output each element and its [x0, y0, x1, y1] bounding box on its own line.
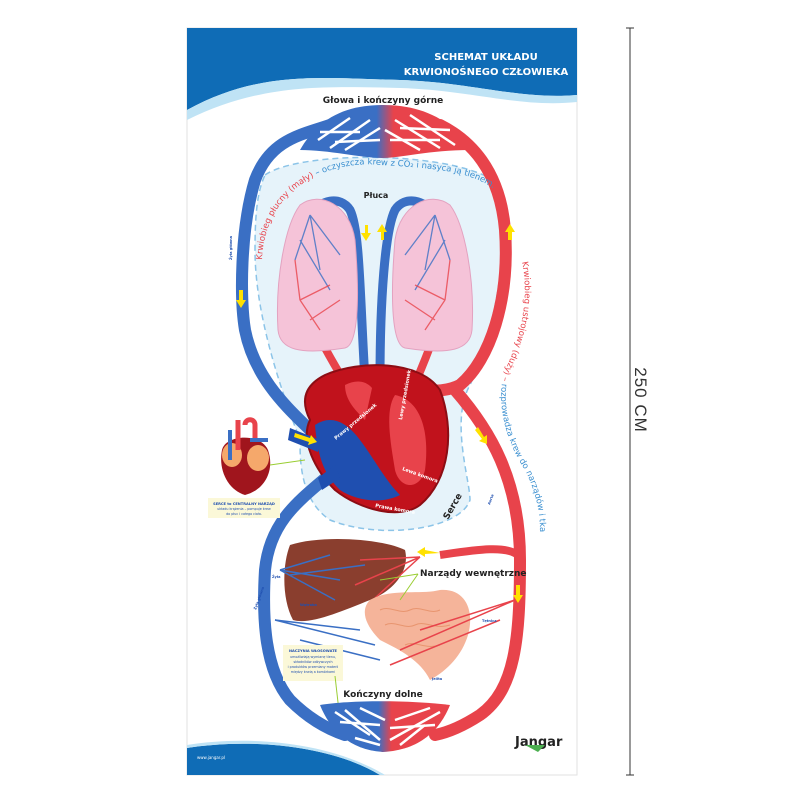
capillaries-note-title: NACZYNIA WŁOSOWATE [289, 649, 338, 653]
heart-illustration [221, 417, 306, 495]
vein-label: Żyła [272, 574, 281, 579]
poster-title-line1: SCHEMAT UKŁADU [434, 52, 537, 63]
vena-cava-upper-label: Żyła główna [228, 235, 233, 260]
arrow-icon [417, 547, 440, 557]
inferior-vena-cava [258, 464, 351, 741]
liver-label: Wątroba [300, 603, 318, 607]
hepatic-artery [439, 545, 521, 559]
capillaries-note-box [283, 645, 343, 681]
superior-vena-cava [236, 119, 336, 436]
footer-banner [187, 740, 385, 775]
organs-pointer [379, 573, 419, 601]
website-link[interactable]: www.jangar.pl [197, 755, 225, 760]
heart-note-title: SERCE to CENTRALNY NARZĄD [213, 502, 275, 506]
capillaries-note-line: składników odżywczych [293, 660, 332, 664]
poster-title-line2: KRWIONOŚNEGO CZŁOWIEKA [404, 65, 569, 78]
arrow-icon [377, 224, 387, 240]
artery-label: Tętnica [482, 619, 497, 623]
intestine-label: Jelita [431, 677, 443, 681]
head-capillaries [300, 105, 470, 158]
dimension-line [626, 27, 634, 776]
organs-label: Narządy wewnętrzne [420, 569, 527, 579]
capillaries-note-line: i produktów przemiany materii [288, 665, 339, 669]
lungs-label: Płuca [364, 191, 389, 200]
lower-limb-capillaries [320, 701, 450, 752]
intestines [274, 589, 516, 680]
brand-logo: Jangar [514, 735, 563, 750]
head-label: Głowa i kończyny górne [323, 95, 443, 106]
arrow-icon [236, 290, 246, 308]
heart-note-line: układu krążenia – pompuje krew [217, 507, 271, 511]
lower-limbs-label: Kończyny dolne [343, 690, 422, 700]
heart-note-line: do płuc i całego ciała. [226, 512, 262, 516]
arrow-icon [361, 225, 371, 241]
arrow-icon [513, 585, 523, 603]
arrow-icon [294, 433, 317, 445]
arrow-icon [505, 224, 515, 240]
capillaries-note-line: umożliwiają wymianę tlenu, [290, 655, 336, 659]
arrow-icon [475, 427, 487, 444]
capillaries-note-line: między krwią a komórkami [291, 670, 335, 674]
dimension-label: 250 CM [631, 367, 650, 433]
liver [279, 538, 421, 622]
lungs [277, 198, 473, 352]
flow-arrows [236, 224, 523, 603]
aorta-lower [429, 384, 527, 741]
header-banner [187, 28, 577, 120]
brand-leaf-icon [525, 745, 545, 752]
heart-note-box [208, 498, 280, 518]
aorta-label: Aorta [487, 493, 495, 505]
heart [288, 364, 450, 514]
